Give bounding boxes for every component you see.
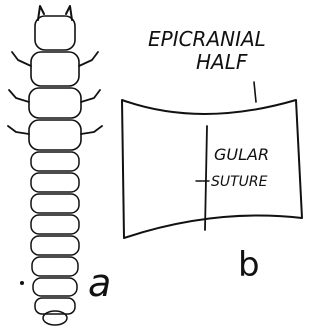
gular-label-line1: GULAR	[214, 145, 269, 164]
gular-suture-line	[205, 126, 207, 230]
spiracle-dot	[20, 281, 24, 285]
panel-a-label: a	[88, 261, 111, 305]
larva-leg	[9, 90, 29, 102]
larva-mesothorax	[29, 88, 81, 118]
abdominal-segment	[31, 194, 79, 213]
abdominal-segment	[31, 236, 79, 255]
larva-leg	[81, 126, 102, 134]
anal-segment	[43, 311, 67, 325]
epicranial-label-line1: EPICRANIAL	[148, 27, 266, 51]
larva-leg	[12, 52, 31, 66]
gular-label-line2: SUTURE	[211, 174, 268, 190]
larva-leg	[81, 90, 100, 102]
head-capsule-outline	[122, 100, 302, 238]
epicranial-label-line2: HALF	[196, 50, 248, 74]
abdominal-segment	[31, 173, 79, 192]
larva-legs	[8, 52, 102, 134]
larva-prothorax	[31, 52, 79, 86]
abdominal-segment	[31, 215, 79, 234]
larva-abdomen	[31, 152, 79, 325]
head-underside-drawing	[122, 82, 302, 238]
larva-metathorax	[29, 120, 81, 150]
epicranial-leader-line	[254, 82, 256, 102]
larva-head	[35, 16, 75, 50]
larva-leg	[8, 126, 29, 134]
abdominal-segment	[32, 257, 78, 276]
larva-leg	[79, 52, 98, 66]
abdominal-segment	[31, 152, 79, 171]
panel-b-label: b	[238, 245, 260, 285]
abdominal-segment	[33, 278, 77, 296]
